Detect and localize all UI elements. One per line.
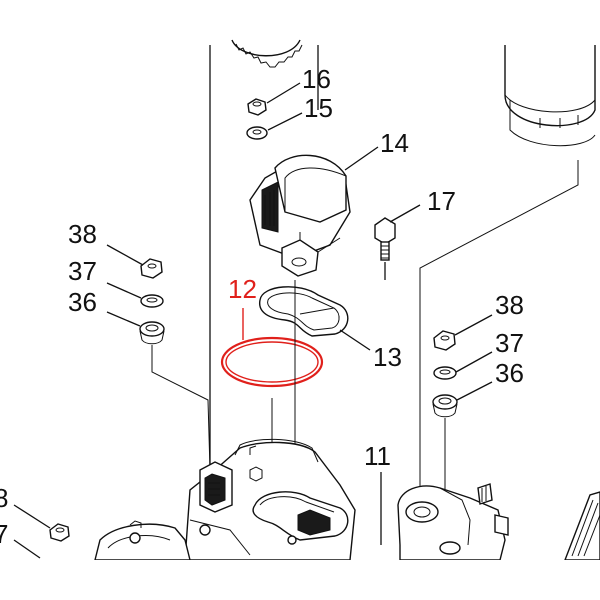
label-15: 15 [304, 93, 333, 123]
washer-15 [246, 126, 268, 140]
gear-fragment [231, 39, 303, 68]
label-14: 14 [380, 128, 409, 158]
label-37-right: 37 [495, 328, 524, 358]
leader-14 [344, 146, 379, 171]
label-12: 12 [228, 274, 257, 304]
solenoid-housing-14 [249, 154, 351, 277]
leader-16 [266, 82, 301, 104]
label-38-left: 38 [68, 219, 97, 249]
align-line-canister [419, 160, 579, 500]
label-36-left: 36 [68, 287, 97, 317]
lower-right-fitting [397, 483, 509, 561]
side-panel [563, 491, 600, 561]
label-16: 16 [302, 64, 331, 94]
lower-left-body [94, 520, 191, 561]
align-line-left-stack [151, 345, 211, 471]
leader-38-edge [13, 504, 51, 529]
label-38-edge: 8 [0, 483, 8, 513]
main-housing-body [184, 438, 356, 561]
nut-38-edge [49, 523, 70, 542]
collar-36-right [432, 394, 458, 418]
leader-36-right [456, 381, 493, 401]
collar-36-left [139, 321, 165, 345]
nut-16 [247, 98, 267, 116]
label-37-edge: 7 [0, 519, 8, 549]
nut-38-right [433, 330, 456, 351]
gasket-13 [258, 286, 349, 337]
label-11: 11 [364, 441, 391, 471]
label-13: 13 [373, 342, 402, 372]
label-36-right: 36 [495, 358, 524, 388]
leader-15 [267, 112, 303, 131]
label-37-left: 37 [68, 256, 97, 286]
leader-37-right [455, 351, 493, 373]
bolt-17 [374, 217, 396, 261]
leader-13 [339, 329, 371, 351]
o-ring-12 [220, 336, 324, 388]
washer-37-right [433, 366, 457, 380]
leader-37-left [106, 282, 142, 299]
label-38-right: 38 [495, 290, 524, 320]
leader-36-left [106, 311, 141, 327]
filter-canister [504, 45, 596, 147]
leader-38-right [454, 314, 493, 336]
leader-37-edge [13, 539, 41, 559]
bottom-margin [0, 560, 600, 600]
washer-37-left [140, 294, 164, 308]
leader-38-left [106, 244, 144, 266]
leader-17 [389, 204, 421, 223]
nut-38-left [140, 258, 163, 279]
label-17: 17 [427, 186, 456, 216]
